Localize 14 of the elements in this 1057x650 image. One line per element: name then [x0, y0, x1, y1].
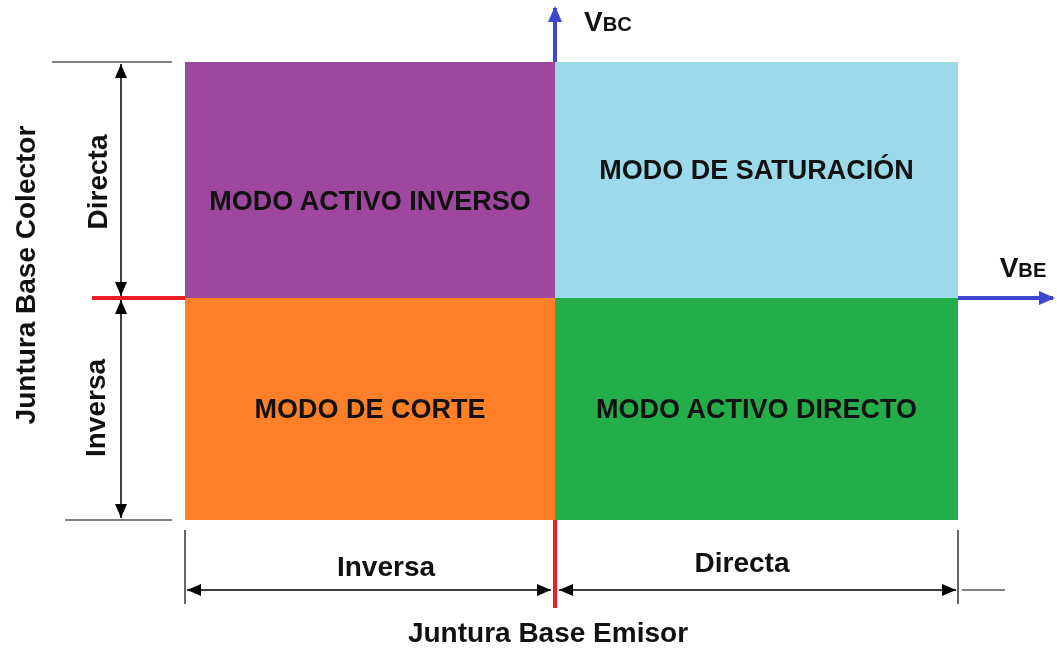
mode-label: MODO DE CORTE: [254, 392, 486, 426]
mode-region: [185, 298, 555, 520]
mode-region: [555, 298, 958, 520]
mode-region: [555, 62, 958, 298]
axis-title: Juntura Base Emisor: [407, 619, 689, 647]
mode-label: MODO ACTIVO INVERSO: [209, 184, 531, 218]
mode-region: [185, 62, 555, 298]
dimension-label: Directa: [84, 134, 112, 230]
dimension-label: Inversa: [82, 358, 110, 458]
mode-label: MODO DE SATURACIÓN: [599, 153, 914, 187]
mode-label: MODO ACTIVO DIRECTO: [596, 392, 917, 426]
axis-title: Juntura Base Colector: [12, 125, 40, 425]
dimension-label: Directa: [694, 549, 790, 577]
dimension-label: Inversa: [336, 553, 436, 581]
